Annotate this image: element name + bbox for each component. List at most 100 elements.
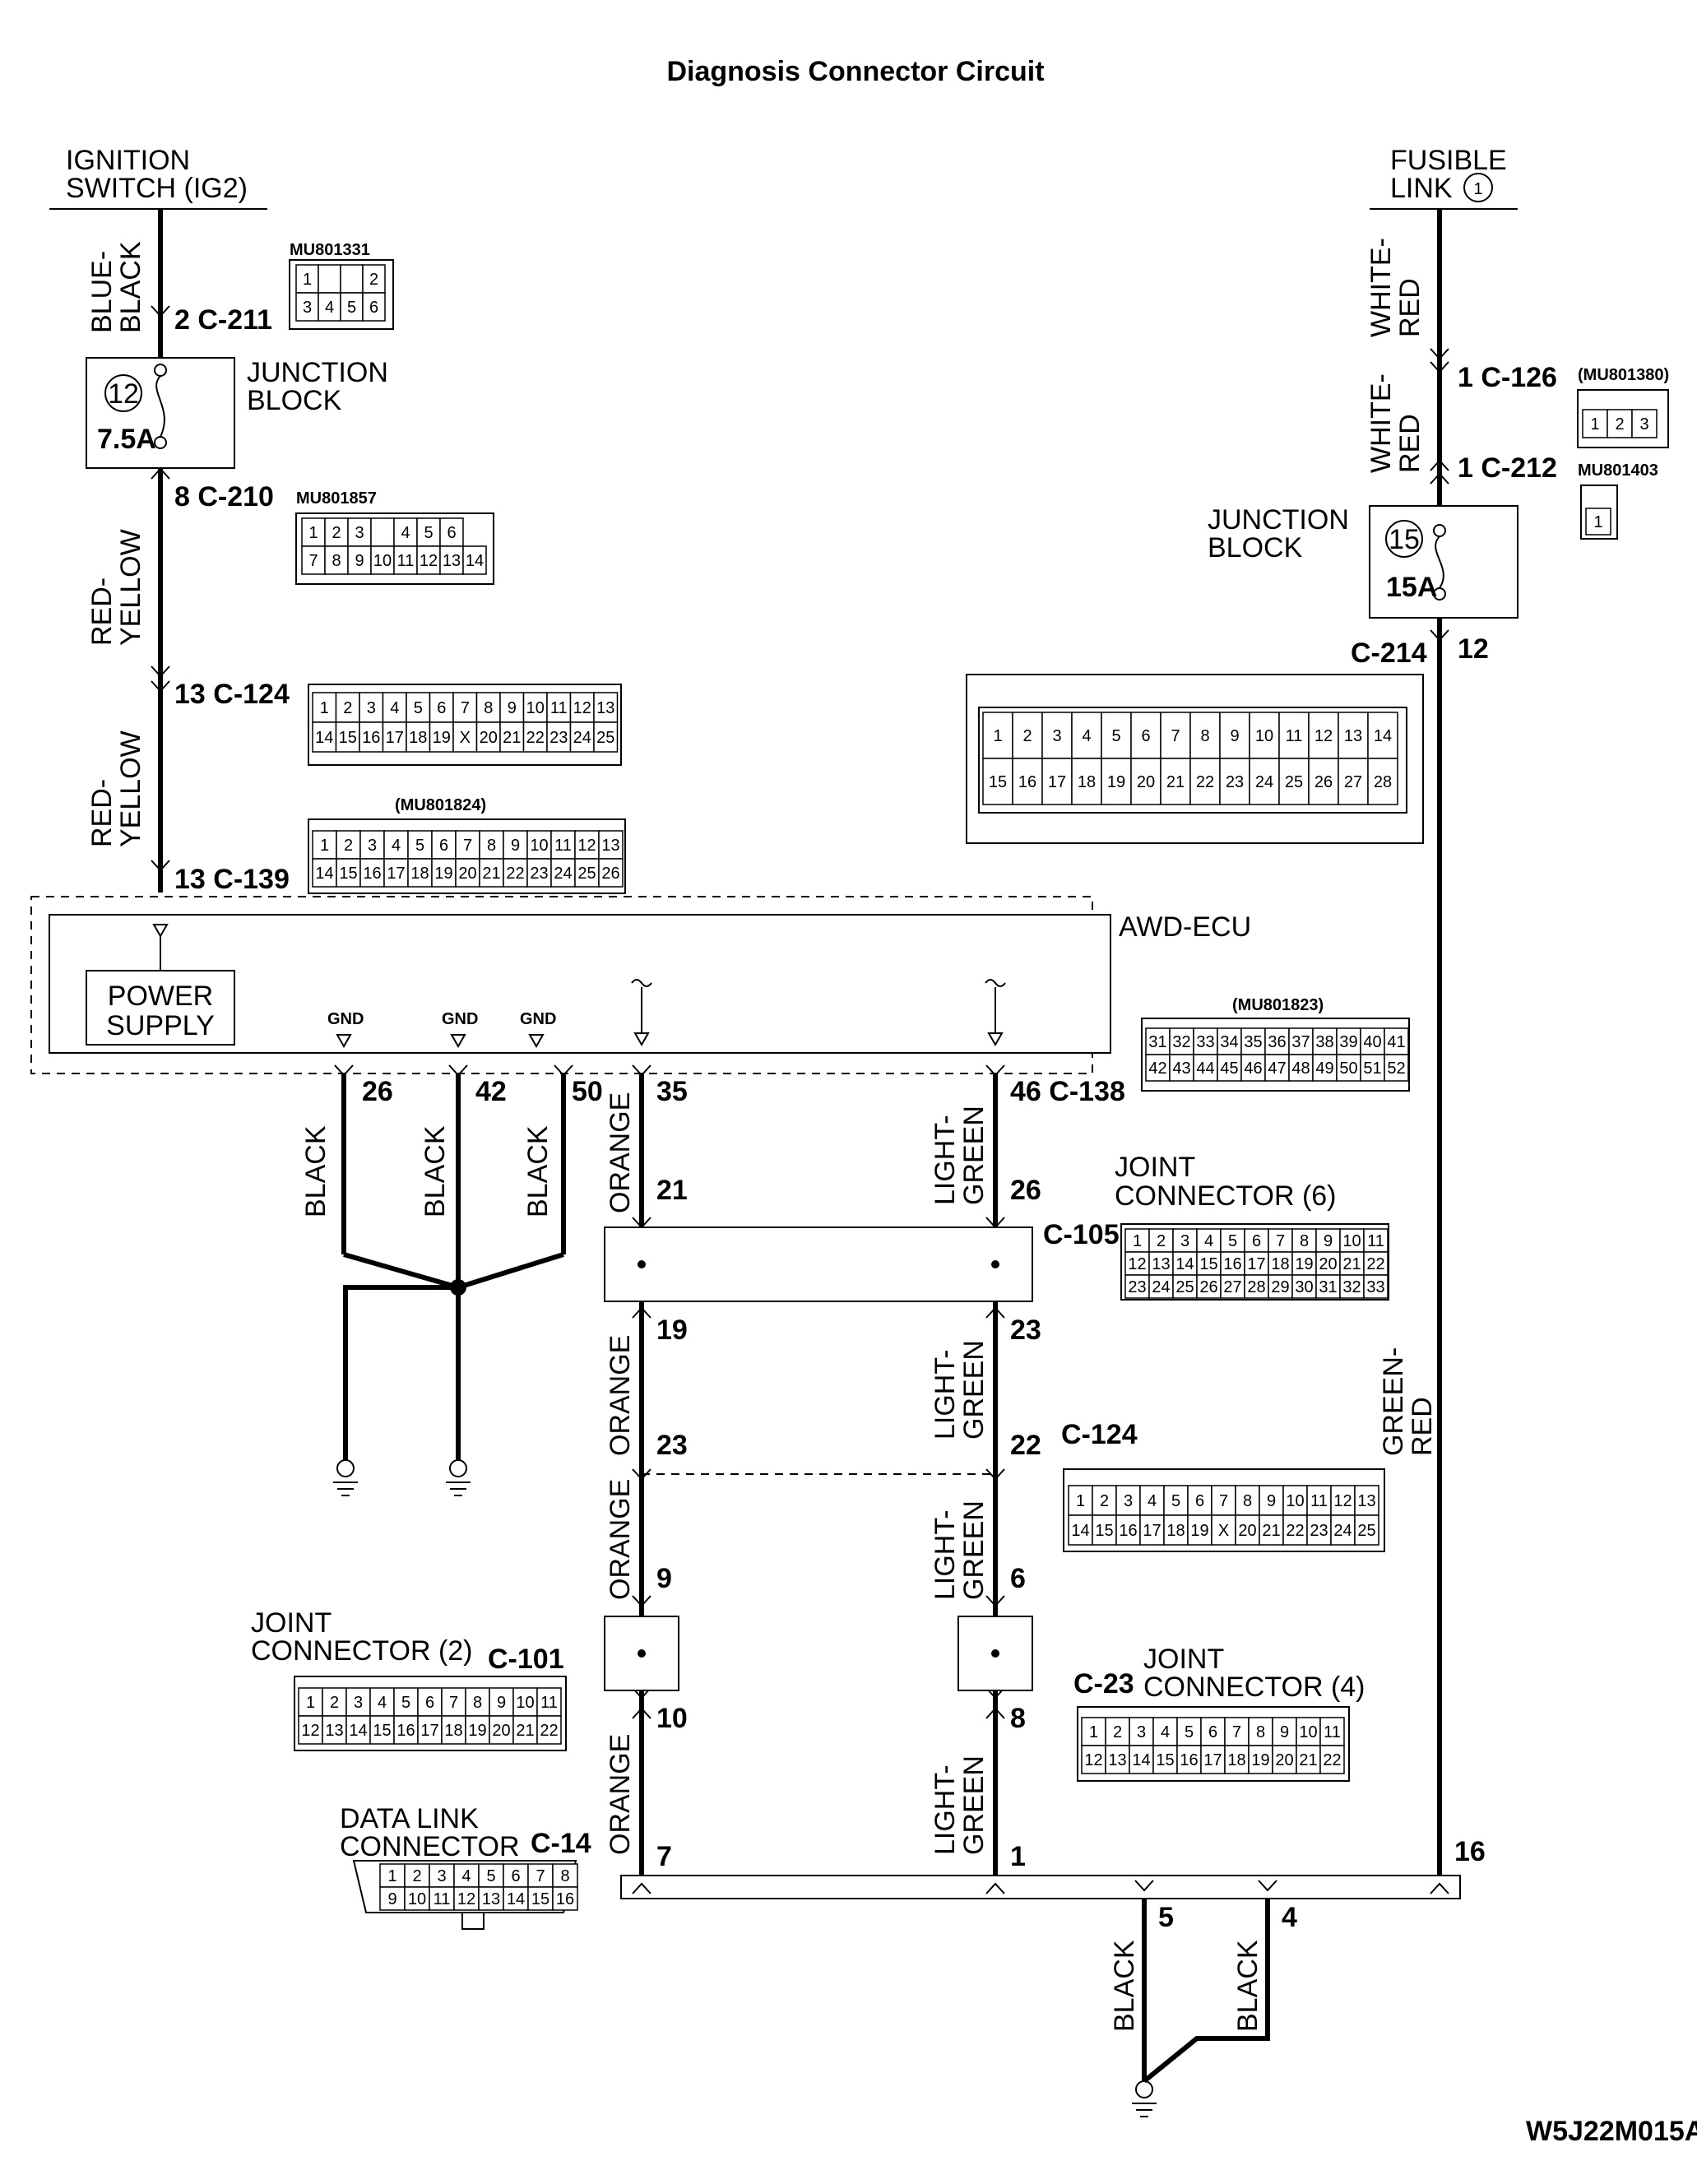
connector-cell	[1160, 712, 1191, 759]
junction-block-12: 12 7.5A	[86, 357, 235, 469]
connector-pin-number: 39	[1339, 1033, 1357, 1051]
connector-cell	[536, 1687, 562, 1717]
connector-cell	[359, 721, 384, 753]
connector-cell	[1248, 1717, 1273, 1746]
connector-cell	[345, 1687, 371, 1717]
connector-pin-number: 46	[1244, 1060, 1262, 1078]
connector-cell	[1012, 758, 1043, 805]
connector-cell	[393, 1687, 419, 1717]
connector-pin-number: 5	[347, 299, 356, 317]
svg-text:BLOCK: BLOCK	[247, 385, 342, 416]
connector-cell	[550, 858, 576, 888]
connector-pin-number: 5	[486, 1867, 495, 1885]
joint-connector-c105	[604, 1226, 1033, 1302]
connector-cell	[1224, 1717, 1250, 1746]
svg-text:JOINT: JOINT	[1143, 1644, 1224, 1675]
connector-pin-number: 21	[516, 1722, 534, 1740]
connector-pin-number: 2	[1113, 1723, 1122, 1741]
connector-cell	[982, 712, 1013, 759]
pin-c14: C-14	[531, 1828, 591, 1859]
connector-pin-number: 8	[1300, 1232, 1309, 1250]
connector-pin-number: 3	[368, 837, 377, 855]
connector-cell	[322, 1687, 347, 1717]
svg-text:GREEN-: GREEN-	[1378, 1347, 1409, 1456]
svg-text:RED: RED	[1394, 278, 1426, 337]
connector-cell	[439, 517, 464, 547]
connector-cell	[347, 517, 372, 547]
svg-text:MU801331: MU801331	[290, 241, 370, 259]
connector-cell	[1363, 1228, 1389, 1253]
connector-cell	[318, 264, 341, 294]
svg-text:1: 1	[1473, 180, 1482, 198]
connector-pin-number: 11	[1310, 1492, 1328, 1510]
connector-pin-number: 9	[508, 699, 517, 717]
connector-cell	[359, 858, 385, 888]
connector-cell	[407, 830, 433, 860]
connector-pin-number: 6	[1208, 1723, 1217, 1741]
connector-pin-number: 16	[1223, 1255, 1241, 1273]
svg-text:JUNCTION: JUNCTION	[1208, 504, 1349, 536]
power-supply-label-2: SUPPLY	[106, 1010, 215, 1041]
connector-pin-number: 27	[1223, 1278, 1241, 1296]
connector-pin-number: 2	[330, 1694, 339, 1712]
svg-text:GREEN: GREEN	[958, 1500, 990, 1600]
connector-pin-number: 7	[536, 1867, 545, 1885]
junction-block-15: 15 15A	[1369, 505, 1518, 619]
connector-cell	[1264, 1027, 1290, 1055]
pin-c124-middle: C-124	[1061, 1419, 1138, 1450]
connector-cell	[1585, 508, 1611, 536]
connector-cell	[336, 858, 361, 888]
svg-text:WHITE-: WHITE-	[1365, 238, 1397, 337]
connector-cell	[324, 517, 349, 547]
connector-pin-number: 12	[457, 1890, 475, 1908]
pin-c23: C-23	[1073, 1668, 1134, 1699]
connector-pin-number: 3	[1124, 1492, 1133, 1510]
diagram-title: Diagnosis Connector Circuit	[666, 56, 1044, 87]
connector-cell	[1319, 1745, 1345, 1774]
connector-cell	[1217, 1054, 1242, 1082]
connector-pin-number: 7	[1232, 1723, 1241, 1741]
connector-pin-number: 9	[1324, 1232, 1333, 1250]
wire-label-orange-2: ORANGE	[605, 1335, 636, 1456]
connector-pin-number: 11	[540, 1694, 558, 1712]
connector-cell	[362, 292, 386, 322]
connector-pin-number: 13	[482, 1890, 500, 1908]
connector-cell	[1312, 1054, 1338, 1082]
connector-cell	[1235, 1514, 1260, 1546]
connector-cell	[1220, 1274, 1245, 1299]
svg-text:CONNECTOR: CONNECTOR	[340, 1831, 520, 1862]
connector-cell	[522, 692, 548, 723]
connector-cell	[335, 692, 360, 723]
connector-cell	[1101, 758, 1132, 805]
connector-pin-number: 11	[434, 1890, 451, 1908]
wire-label-red-yellow-upper: RED- YELLOW	[86, 529, 146, 646]
connector-pin-number: 13	[1108, 1751, 1126, 1769]
connector-pin-number: 22	[1366, 1255, 1384, 1273]
connector-pin-number: 6	[425, 1694, 434, 1712]
connector-pin-number: 8	[484, 699, 493, 717]
connector-pin-number: 12	[1128, 1255, 1146, 1273]
connector-pin-number: 1	[1076, 1492, 1085, 1510]
connector-pin-number: 1	[308, 524, 318, 542]
connector-pin-number: 5	[414, 699, 423, 717]
pin-26-c105: 26	[1010, 1175, 1041, 1206]
connector-cell	[1041, 758, 1073, 805]
connector-pin-number: 23	[549, 729, 568, 747]
connector-cell	[369, 1715, 395, 1745]
connector-cell	[1336, 1054, 1361, 1082]
wire-label-light-green-1: LIGHT- GREEN	[930, 1106, 990, 1205]
connector-pin-number: 22	[526, 729, 545, 747]
connector-pin-number: 3	[1052, 727, 1061, 745]
connector-pin-number: 25	[1357, 1522, 1375, 1540]
connector-pin-number: 10	[516, 1694, 534, 1712]
connector-pin-number: 37	[1291, 1033, 1310, 1051]
connector-cell	[393, 517, 418, 547]
pin-26: 26	[362, 1076, 393, 1107]
ecu-label: AWD-ECU	[1119, 911, 1251, 943]
connector-pin-number: 52	[1387, 1060, 1405, 1078]
svg-text:RED: RED	[1394, 414, 1426, 473]
svg-text:YELLOW: YELLOW	[115, 730, 146, 847]
